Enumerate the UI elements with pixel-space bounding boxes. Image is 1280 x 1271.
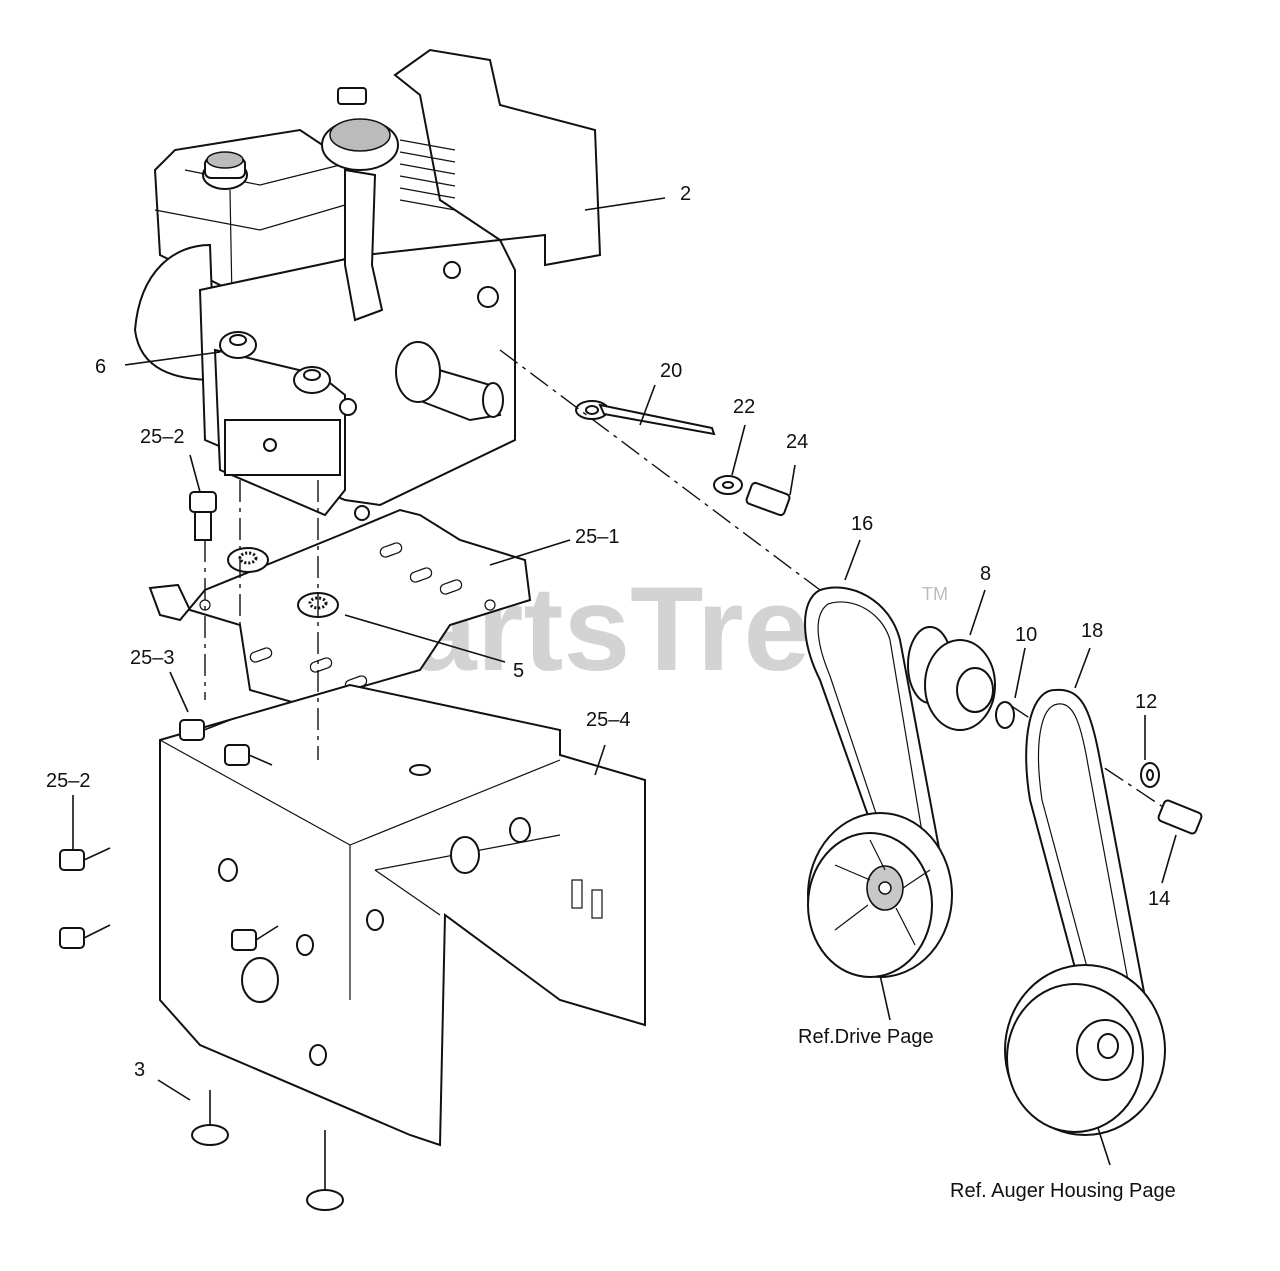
ref-auger-housing-page[interactable]: Ref. Auger Housing Page (950, 1180, 1176, 1202)
callout-25-2-bottom: 25–2 (46, 770, 91, 792)
callout-8: 8 (980, 563, 991, 585)
callout-18: 18 (1081, 620, 1103, 642)
callout-10: 10 (1015, 624, 1037, 646)
callout-3: 3 (134, 1059, 145, 1081)
centerline-pulley (1009, 704, 1176, 816)
callout-25-2-top: 25–2 (140, 426, 185, 448)
callout-2: 2 (680, 183, 691, 205)
frame-bolts (59, 717, 279, 951)
washer-bolt-right (1140, 762, 1203, 835)
callout-14: 14 (1148, 888, 1170, 910)
callout-16: 16 (851, 513, 873, 535)
engine-pulley (907, 626, 1015, 731)
callout-25-1: 25–1 (575, 526, 620, 548)
carriage-bolts (191, 1090, 344, 1211)
drive-pulley (807, 812, 953, 978)
bolt-25-2-top (189, 491, 217, 541)
callout-25-3: 25–3 (130, 647, 175, 669)
watermark-tm: TM (922, 584, 948, 604)
callout-6: 6 (95, 356, 106, 378)
callout-12: 12 (1135, 691, 1157, 713)
callout-5: 5 (513, 660, 524, 682)
centerline-shaft (499, 349, 901, 651)
lock-washers (227, 547, 339, 618)
frame (159, 683, 646, 1147)
callout-24: 24 (786, 431, 808, 453)
callout-22: 22 (733, 396, 755, 418)
callout-20: 20 (660, 360, 682, 382)
key-spacer-parts (575, 400, 791, 517)
auger-pulley (1004, 964, 1166, 1136)
flange-nuts (219, 331, 331, 394)
engine (133, 48, 602, 521)
callout-25-4: 25–4 (586, 709, 631, 731)
leader-lines (72, 197, 1177, 1166)
mounting-plate (148, 508, 532, 725)
ref-drive-page[interactable]: Ref.Drive Page (798, 1026, 934, 1048)
